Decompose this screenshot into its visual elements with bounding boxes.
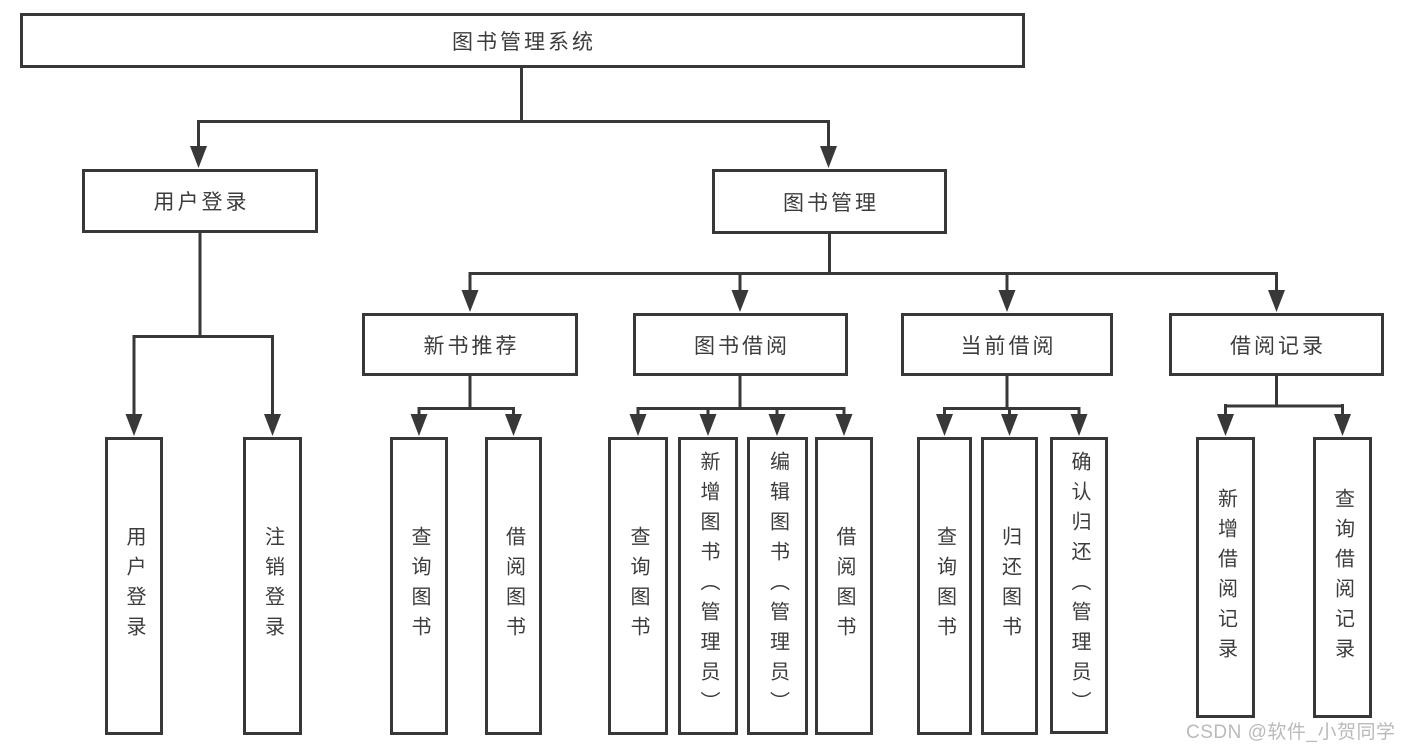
node-new-book-recommendation: 新书推荐 bbox=[362, 313, 578, 376]
node-user-login: 用户登录 bbox=[82, 169, 318, 233]
node-book-management: 图书管理 bbox=[712, 169, 947, 234]
arrowhead bbox=[768, 414, 786, 436]
node-borrowing-records: 借阅记录 bbox=[1169, 313, 1384, 376]
edge-user-login-to-leaves bbox=[132, 233, 274, 420]
arrowhead bbox=[505, 414, 522, 436]
leaf-logout: 注销登录 bbox=[243, 437, 302, 735]
leaf-query-books-borrowing: 查询图书 bbox=[608, 437, 668, 735]
arrowhead bbox=[1001, 414, 1018, 436]
edge-book-management-to-level3 bbox=[468, 234, 1278, 296]
leaf-add-borrow-record: 新增借阅记录 bbox=[1196, 437, 1255, 718]
arrowhead bbox=[1268, 290, 1285, 312]
arrowhead bbox=[125, 414, 143, 436]
arrowhead bbox=[936, 414, 953, 436]
arrowhead bbox=[1217, 414, 1234, 436]
arrowhead bbox=[1334, 414, 1351, 436]
arrowhead bbox=[731, 290, 749, 312]
leaf-query-books-current: 查询图书 bbox=[917, 437, 972, 735]
leaf-edit-book-admin: 编辑图书（管理员） bbox=[747, 437, 808, 735]
edge-root-to-level2 bbox=[197, 68, 830, 152]
leaf-query-books-recommendation: 查询图书 bbox=[390, 437, 448, 735]
node-library-management-system: 图书管理系统 bbox=[20, 13, 1025, 68]
leaf-borrow-books-recommendation: 借阅图书 bbox=[485, 437, 542, 735]
arrowhead bbox=[264, 414, 281, 436]
tree-edges bbox=[132, 68, 1344, 420]
edge-current-borrowing-to-leaves bbox=[943, 376, 1081, 420]
leaf-confirm-return-admin: 确认归还（管理员） bbox=[1050, 437, 1108, 734]
leaf-user-login: 用户登录 bbox=[105, 437, 163, 735]
edge-borrowing-records-to-leaves bbox=[1224, 376, 1344, 420]
arrowhead bbox=[835, 414, 853, 436]
leaf-query-borrow-record: 查询借阅记录 bbox=[1313, 437, 1372, 718]
node-book-borrowing: 图书借阅 bbox=[633, 313, 848, 376]
arrowhead bbox=[190, 146, 207, 168]
edge-book-borrowing-to-leaves bbox=[636, 376, 846, 420]
arrowhead bbox=[461, 290, 479, 312]
arrowhead bbox=[629, 414, 647, 436]
watermark-text: CSDN @软件_小贺同学 bbox=[1186, 722, 1396, 743]
leaf-return-books: 归还图书 bbox=[981, 437, 1038, 735]
arrowhead bbox=[1070, 414, 1088, 436]
leaf-borrow-books: 借阅图书 bbox=[815, 437, 873, 735]
edge-new-book-to-leaves bbox=[417, 376, 515, 420]
leaf-add-book-admin: 新增图书（管理员） bbox=[678, 437, 738, 735]
arrowhead bbox=[820, 146, 837, 168]
arrowheads bbox=[125, 146, 1351, 436]
arrowhead bbox=[998, 290, 1016, 312]
arrowhead bbox=[410, 414, 428, 436]
arrowhead bbox=[699, 414, 717, 436]
node-current-borrowing: 当前借阅 bbox=[901, 313, 1113, 376]
